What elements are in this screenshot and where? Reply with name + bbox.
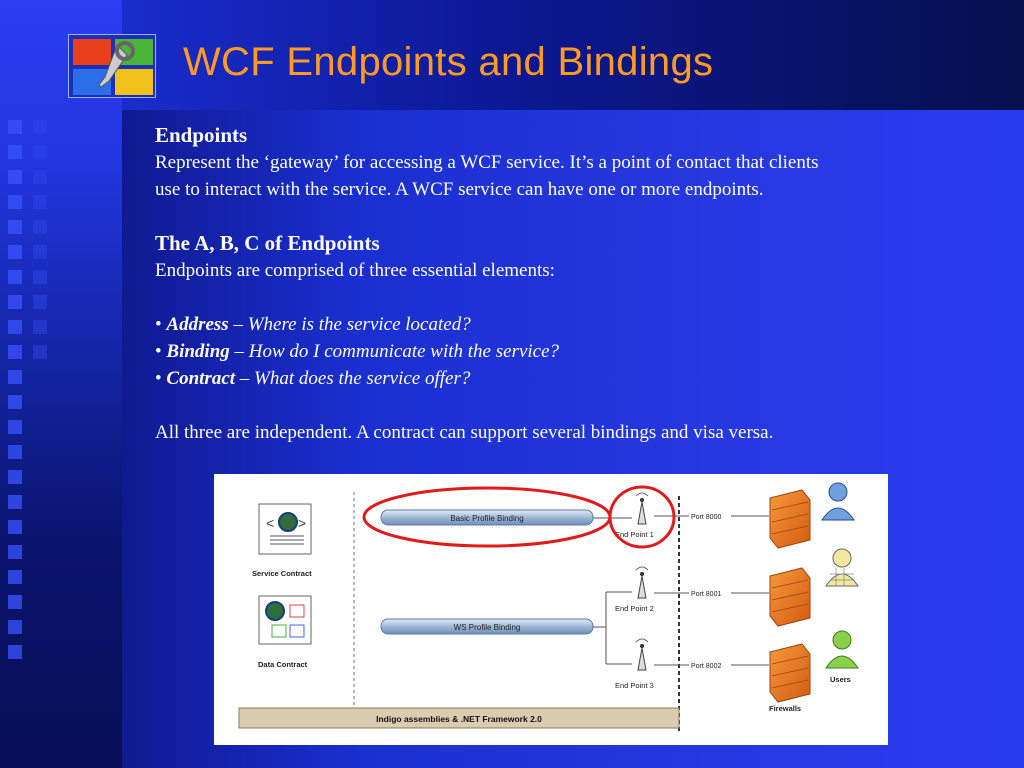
endpoint-diagram: < > Service Contract Data Contract Basic… bbox=[214, 474, 888, 745]
port-8001-label: Port 8001 bbox=[691, 591, 721, 598]
user-icon bbox=[825, 548, 859, 587]
user-icon bbox=[821, 482, 855, 521]
service-contract-icon: < > bbox=[258, 503, 312, 555]
bullet-contract: • Contract – What does the service offer… bbox=[155, 368, 471, 389]
endpoints-desc-line1: Represent the ‘gateway’ for accessing a … bbox=[155, 152, 819, 173]
bullet-address: • Address – Where is the service located… bbox=[155, 314, 471, 335]
antenna-icon bbox=[635, 638, 649, 671]
svg-text:>: > bbox=[298, 515, 306, 531]
user-icon bbox=[825, 630, 859, 669]
users-label: Users bbox=[830, 675, 851, 684]
endpoint-3-label: End Point 3 bbox=[615, 681, 654, 690]
basic-binding-label: Basic Profile Binding bbox=[450, 514, 523, 523]
firewalls-label: Firewalls bbox=[769, 704, 801, 713]
antenna-icon bbox=[635, 566, 649, 599]
firewall-icon bbox=[769, 489, 811, 549]
closing-text: All three are independent. A contract ca… bbox=[155, 422, 774, 443]
svg-text:<: < bbox=[266, 515, 274, 531]
slide-body: Endpoints Represent the ‘gateway’ for ac… bbox=[155, 122, 985, 446]
left-decor-bar bbox=[0, 0, 122, 768]
framework-label: Indigo assemblies & .NET Framework 2.0 bbox=[376, 714, 542, 724]
data-contract-icon bbox=[258, 595, 312, 645]
service-contract-label: Service Contract bbox=[252, 569, 312, 578]
endpoint-1-label: End Point 1 bbox=[615, 530, 654, 539]
windows-tools-logo-icon bbox=[68, 34, 156, 98]
title-band bbox=[122, 0, 1024, 110]
endpoint-2-label: End Point 2 bbox=[615, 604, 654, 613]
abc-intro: Endpoints are comprised of three essenti… bbox=[155, 260, 555, 281]
slide-title: WCF Endpoints and Bindings bbox=[183, 40, 714, 84]
firewall-icon bbox=[769, 567, 811, 627]
port-8002-label: Port 8002 bbox=[691, 663, 721, 670]
port-8000-label: Port 8000 bbox=[691, 514, 721, 521]
firewall-icon bbox=[769, 643, 811, 703]
framework-bar bbox=[238, 707, 680, 729]
decor-squares-faded bbox=[33, 120, 53, 370]
abc-heading: The A, B, C of Endpoints bbox=[155, 231, 380, 255]
endpoints-desc-line2: use to interact with the service. A WCF … bbox=[155, 179, 764, 200]
bullet-binding: • Binding – How do I communicate with th… bbox=[155, 341, 560, 362]
endpoints-heading: Endpoints bbox=[155, 123, 248, 147]
endpoint-highlight bbox=[608, 485, 676, 549]
ws-binding-label: WS Profile Binding bbox=[454, 623, 521, 632]
decor-squares bbox=[8, 120, 28, 670]
antenna-icon bbox=[635, 492, 649, 525]
data-contract-label: Data Contract bbox=[258, 660, 308, 669]
